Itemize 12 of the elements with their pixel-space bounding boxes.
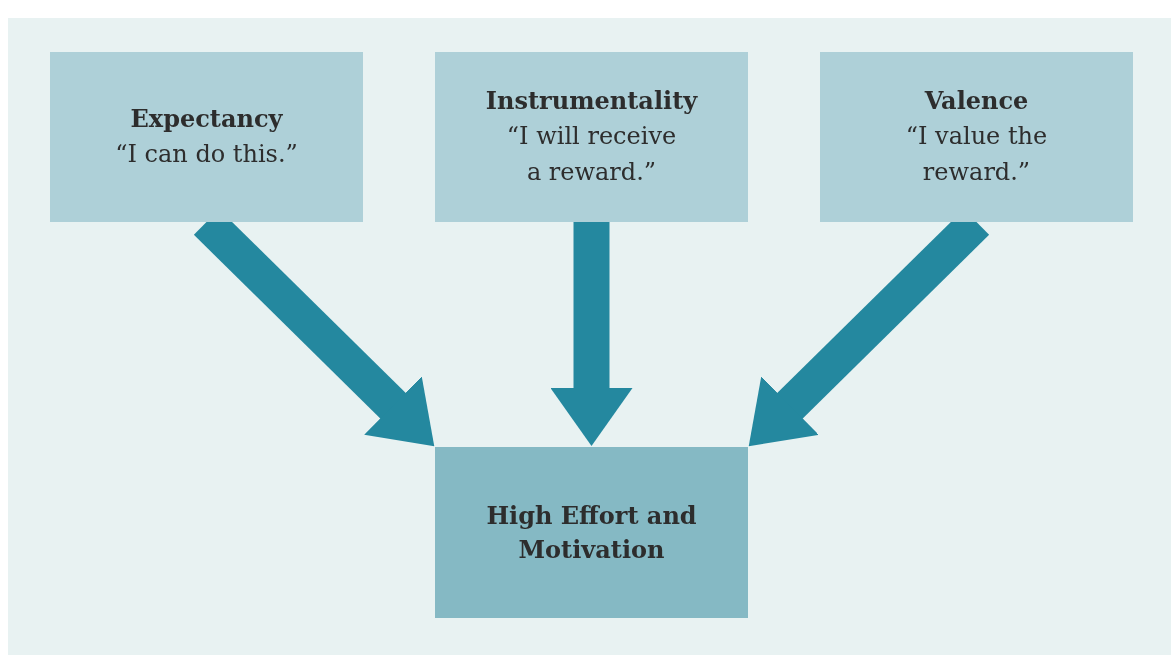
concept-quote: “I value the reward.”: [904, 121, 1049, 188]
arrow: [550, 222, 633, 446]
concept-title: Expectancy: [130, 103, 283, 135]
concept-box: [820, 52, 1133, 222]
concept-quote: “I will receive a reward.”: [505, 121, 678, 188]
concept-box: [435, 447, 748, 618]
concept-box: [435, 52, 748, 222]
concept-title: Valence: [924, 85, 1029, 117]
concept-title: Instrumentality: [485, 85, 698, 117]
concept-quote: “I can do this.”: [115, 139, 298, 170]
concept-title: High Effort and Motivation: [485, 499, 698, 566]
concept-box: [50, 52, 363, 222]
